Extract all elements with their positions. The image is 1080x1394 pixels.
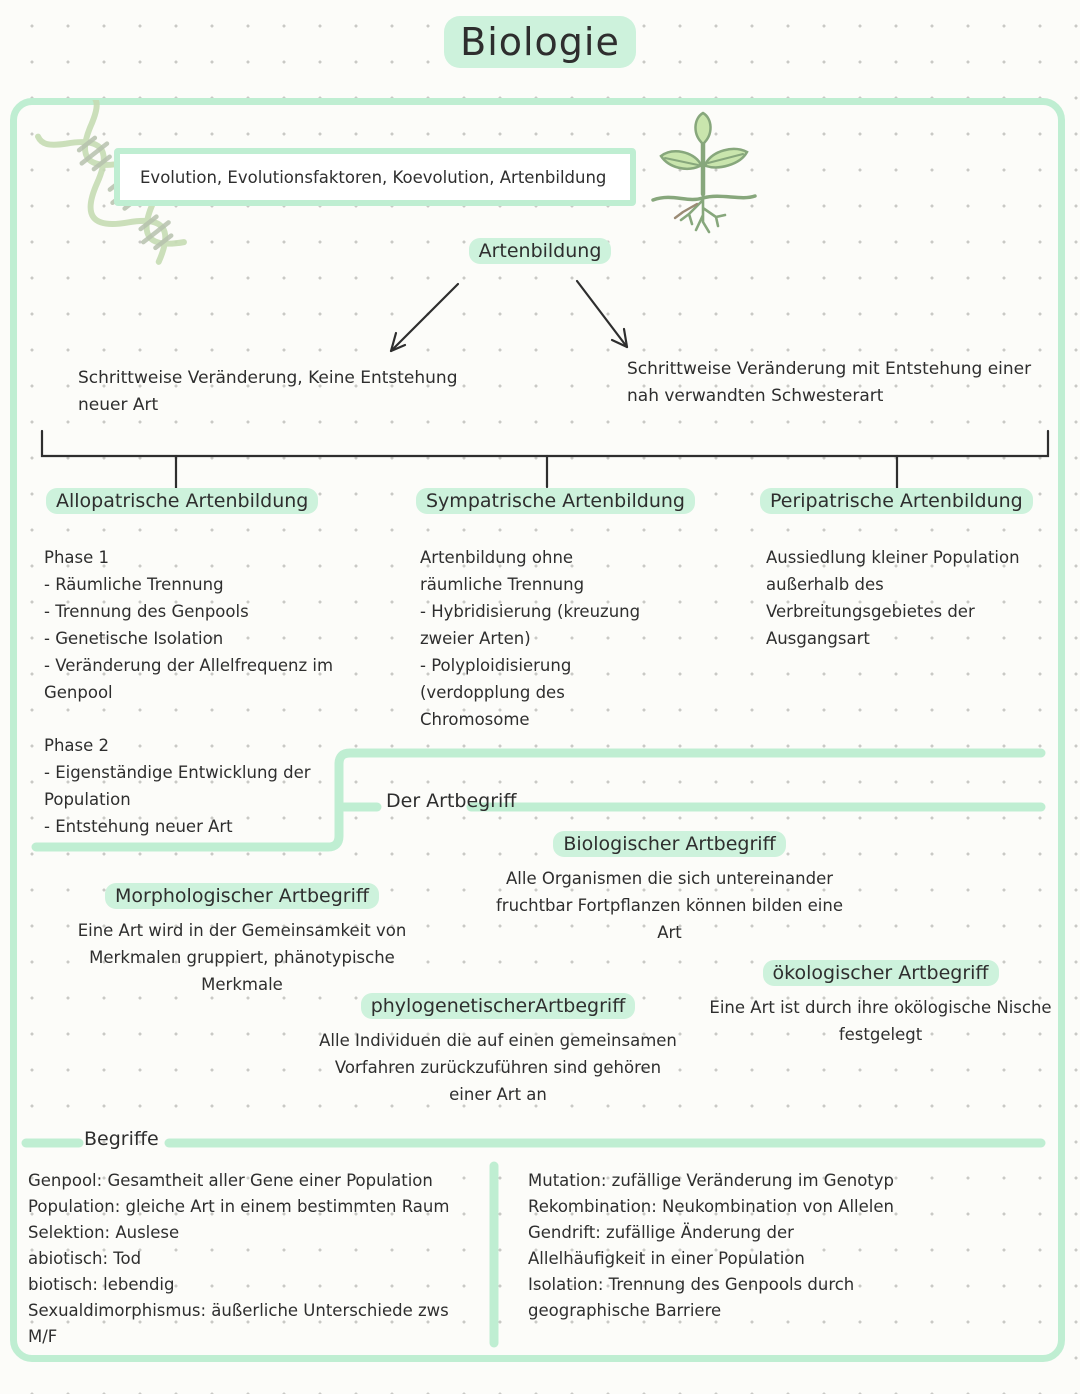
card-heading: ökologischer Artbegriff	[762, 960, 999, 986]
artbegriff-section-label: Der Artbegriff	[386, 790, 517, 812]
card-body: Eine Art ist durch ihre okölogische Nisc…	[709, 998, 1052, 1044]
column-heading-peripatrisch: Peripatrische Artenbildung	[760, 488, 1033, 514]
artbegriff-card-biologisch: Biologischer Artbegriff Alle Organismen …	[472, 831, 867, 946]
sympatrisch-body-text: Artenbildung ohne räumliche Trennung - H…	[420, 548, 641, 729]
seedling-icon	[651, 111, 757, 234]
title-row: Biologie	[0, 16, 1080, 68]
begriffe-left-list: Genpool: Gesamtheit aller Gene einer Pop…	[28, 1171, 450, 1346]
allopatrisch-phase2-text: Phase 2 - Eigenständige Entwicklung der …	[44, 736, 311, 836]
column-heading-sympatrisch: Sympatrische Artenbildung	[416, 488, 695, 514]
branch-left-text: Schrittweise Veränderung, Keine Entstehu…	[78, 368, 458, 415]
branch-right-text: Schrittweise Veränderung mit Entstehung …	[627, 359, 1032, 406]
root-node-artenbildung: Artenbildung	[455, 238, 625, 264]
page-border	[10, 98, 1065, 1362]
peripatrisch-body-text: Aussiedlung kleiner Population außerhalb…	[766, 548, 1020, 648]
page-title: Biologie	[444, 16, 636, 68]
allopatrisch-phase1-text: Phase 1 - Räumliche Trennung - Trennung …	[44, 548, 334, 702]
column-heading-allopatrisch: Allopatrische Artenbildung	[46, 488, 319, 514]
topic-box: Evolution, Evolutionsfaktoren, Koevoluti…	[114, 148, 636, 206]
card-heading: Biologischer Artbegriff	[553, 831, 786, 857]
card-body: Eine Art wird in der Gemeinsamkeit von M…	[77, 921, 407, 994]
artbegriff-card-phylogenetisch: phylogenetischerArtbegriff Alle Individu…	[298, 993, 698, 1108]
card-body: Alle Organismen die sich untereinander f…	[495, 869, 843, 942]
topic-text: Evolution, Evolutionsfaktoren, Koevoluti…	[140, 167, 607, 187]
artbegriff-card-morphologisch: Morphologischer Artbegriff Eine Art wird…	[52, 883, 432, 998]
artbegriff-card-oekologisch: ökologischer Artbegriff Eine Art ist dur…	[688, 960, 1073, 1048]
card-heading: Morphologischer Artbegriff	[105, 883, 379, 909]
begriffe-right-list: Mutation: zufällige Veränderung im Genot…	[528, 1171, 894, 1320]
begriffe-section-label: Begriffe	[84, 1128, 159, 1150]
card-heading: phylogenetischerArtbegriff	[360, 993, 636, 1019]
root-node-label: Artenbildung	[468, 238, 612, 264]
card-body: Alle Individuen die auf einen gemeinsame…	[319, 1031, 677, 1104]
